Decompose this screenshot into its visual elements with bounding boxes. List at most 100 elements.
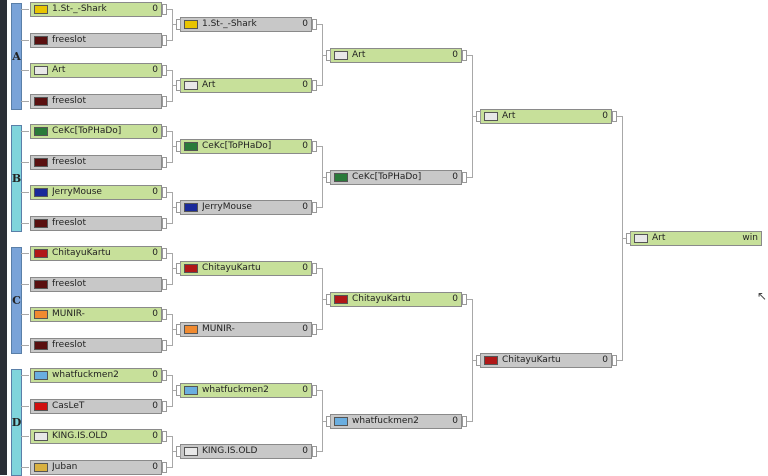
slot-right-cap xyxy=(162,431,167,442)
munir-flag-icon xyxy=(34,310,48,319)
player-name: 1.St-_-Shark xyxy=(52,4,107,14)
player-name: freeslot xyxy=(52,279,86,289)
slot-right-cap xyxy=(312,141,317,152)
slot-left-cap xyxy=(176,263,181,274)
bracket-slot[interactable]: freeslot xyxy=(30,155,162,170)
player-name: whatfuckmen2 xyxy=(52,370,119,380)
slot-right-cap xyxy=(312,446,317,457)
gear-clan-icon xyxy=(34,432,48,441)
bracket-slot[interactable]: freeslot xyxy=(30,94,162,109)
gear-clan-icon xyxy=(484,112,498,121)
player-score: 0 xyxy=(152,431,158,441)
slot-right-cap xyxy=(162,340,167,351)
slot-left-cap xyxy=(326,416,331,427)
connector-line xyxy=(317,24,322,25)
gear-clan-icon xyxy=(334,51,348,60)
hands-flag-icon xyxy=(184,386,198,395)
player-score: 0 xyxy=(302,202,308,212)
connector-line xyxy=(167,345,172,346)
player-score: 0 xyxy=(452,172,458,182)
player-name: ChitayuKartu xyxy=(352,294,411,304)
connector-line xyxy=(21,284,29,285)
bracket-slot[interactable]: CeKc[ToPHaDo]0 xyxy=(30,124,162,139)
bracket-slot[interactable]: freeslot xyxy=(30,33,162,48)
slot-right-cap xyxy=(312,80,317,91)
eu-flag-icon xyxy=(34,188,48,197)
bracket-slot[interactable]: freeslot xyxy=(30,338,162,353)
player-name: freeslot xyxy=(52,157,86,167)
connector-line xyxy=(167,314,172,315)
slot-right-cap xyxy=(162,218,167,229)
player-score: 0 xyxy=(302,385,308,395)
connector-line xyxy=(167,223,172,224)
connector-line xyxy=(317,146,322,147)
slot-left-cap xyxy=(476,111,481,122)
slot-left-cap xyxy=(326,172,331,183)
group-label-d: D xyxy=(11,369,22,476)
gear-clan-icon xyxy=(634,234,648,243)
player-name: MUNIR- xyxy=(202,324,235,334)
slot-right-cap xyxy=(312,324,317,335)
player-score: 0 xyxy=(152,65,158,75)
connector-line xyxy=(172,436,173,468)
connector-line xyxy=(172,24,176,25)
slot-right-cap xyxy=(612,355,617,366)
connector-line xyxy=(472,116,476,117)
player-score: 0 xyxy=(302,141,308,151)
connector-line xyxy=(21,314,29,315)
bracket-slot[interactable]: CeKc[ToPHaDo] 0 xyxy=(330,170,462,185)
connector-line xyxy=(322,55,326,56)
slot-right-cap xyxy=(162,35,167,46)
bracket-slot[interactable]: MUNIR-0 xyxy=(30,307,162,322)
slot-left-cap xyxy=(626,233,631,244)
player-name: CeKc[ToPHaDo] xyxy=(352,172,422,182)
player-score: 0 xyxy=(152,462,158,472)
bracket-slot[interactable]: whatfuckmen2 0 xyxy=(30,368,162,383)
slot-right-cap xyxy=(312,19,317,30)
eu-flag-icon xyxy=(184,203,198,212)
connector-line xyxy=(172,207,176,208)
freeslot-icon xyxy=(34,36,48,45)
connector-line xyxy=(167,253,172,254)
connector-line xyxy=(21,345,29,346)
connector-line xyxy=(467,421,472,422)
bracket-slot[interactable]: freeslot xyxy=(30,216,162,231)
connector-line xyxy=(172,9,173,41)
bracket-slot[interactable]: MUNIR-0 xyxy=(180,322,312,337)
slot-right-cap xyxy=(462,416,467,427)
slot-left-cap xyxy=(176,141,181,152)
connector-line xyxy=(172,85,176,86)
connector-line xyxy=(317,207,322,208)
slot-right-cap xyxy=(612,111,617,122)
freeslot-icon xyxy=(34,280,48,289)
mouse-cursor-icon: ↖ xyxy=(757,289,768,303)
bracket-slot[interactable]: freeslot xyxy=(30,277,162,292)
player-name: MUNIR- xyxy=(52,309,85,319)
bracket-slot[interactable]: CeKc[ToPHaDo]0 xyxy=(180,139,312,154)
slot-right-cap xyxy=(462,50,467,61)
connector-line xyxy=(167,9,172,10)
player-name: Art xyxy=(202,80,216,90)
player-name: freeslot xyxy=(52,340,86,350)
connector-line xyxy=(317,451,322,452)
player-score: 0 xyxy=(152,370,158,380)
